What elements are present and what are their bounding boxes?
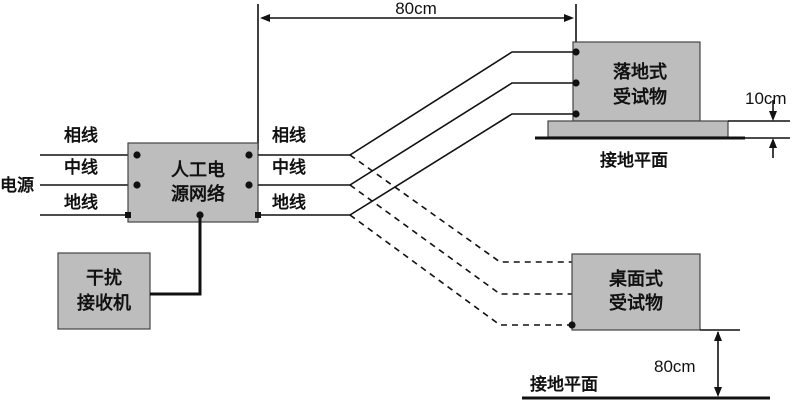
terminal-dot	[572, 48, 580, 56]
power-source-label: 电源	[0, 175, 34, 196]
input-lines: 相线 中线 地线	[40, 125, 128, 216]
arrow-up-icon	[714, 331, 722, 341]
floor-eut-box	[572, 41, 701, 122]
floor-eut-label-line1: 落地式	[613, 61, 667, 83]
terminal-dot	[133, 181, 141, 189]
arrow-up-icon	[769, 138, 777, 148]
output-label-neutral: 中线	[272, 157, 306, 178]
table-cable-phase	[349, 154, 572, 263]
input-label-neutral: 中线	[64, 157, 98, 178]
table-eut-label-line1: 桌面式	[608, 268, 663, 290]
table-height-label: 80cm	[654, 357, 696, 376]
ground-terminal	[125, 212, 131, 218]
top-dimension: 80cm	[257, 0, 577, 150]
terminal-dot	[572, 110, 580, 118]
floor-eut-label-line2: 受试物	[613, 86, 667, 108]
table-ground-plane-label: 接地平面	[530, 374, 598, 395]
top-dimension-label: 80cm	[395, 0, 437, 18]
arrow-down-icon	[714, 387, 722, 397]
floor-cable-phase	[349, 51, 576, 156]
terminal-dot	[572, 79, 580, 87]
interference-receiver: 干扰 接收机	[57, 215, 202, 330]
support-height-dimension: 10cm	[728, 89, 790, 158]
terminal-dot	[245, 181, 253, 189]
floor-ground-plane-label: 接地平面	[600, 150, 668, 171]
table-eut-label-line2: 受试物	[609, 292, 663, 314]
output-label-phase: 相线	[272, 125, 306, 146]
terminal-dot	[568, 321, 576, 329]
insulating-support	[547, 120, 729, 138]
input-label-phase: 相线	[64, 125, 98, 146]
network-label-line2: 源网络	[171, 183, 225, 205]
table-eut-cables	[349, 154, 572, 326]
receiver-label-line1: 干扰	[86, 267, 122, 289]
receiver-label-line2: 接收机	[77, 292, 131, 314]
support-height-label: 10cm	[745, 89, 787, 108]
floor-cable-ground	[349, 113, 576, 216]
arrow-left-icon	[260, 14, 270, 22]
floor-standing-eut: 落地式 受试物 接地平面	[535, 41, 745, 171]
artificial-mains-network: 人工电 源网络	[125, 142, 261, 223]
output-lines: 相线 中线 地线	[258, 125, 350, 216]
table-eut-box	[571, 253, 701, 331]
network-box	[127, 142, 259, 223]
receiver-cable	[150, 215, 202, 296]
floor-cable-neutral	[349, 82, 576, 186]
receiver-box	[57, 252, 151, 330]
terminal-dot	[245, 151, 253, 159]
tabletop-eut: 桌面式 受试物 80cm 接地平面	[522, 253, 770, 400]
arrow-down-icon	[769, 111, 777, 121]
network-label-line1: 人工电	[171, 159, 225, 181]
terminal-dot	[133, 151, 141, 159]
table-cable-neutral	[349, 184, 572, 295]
output-label-ground: 地线	[272, 192, 306, 213]
floor-eut-cables	[349, 51, 576, 216]
arrow-right-icon	[564, 14, 574, 22]
input-label-ground: 地线	[64, 192, 98, 213]
table-cable-ground	[349, 214, 572, 326]
